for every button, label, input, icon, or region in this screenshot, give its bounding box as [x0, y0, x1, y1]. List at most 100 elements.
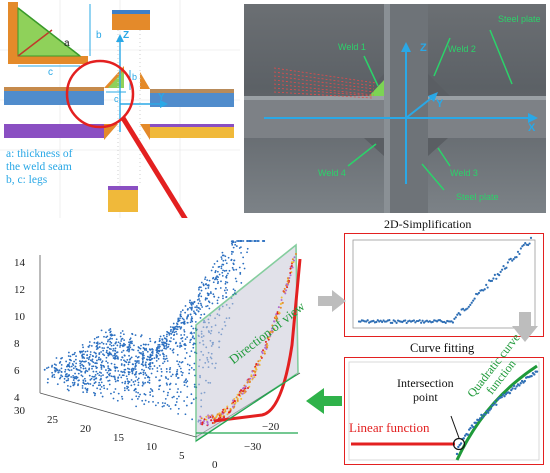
cloud-point — [238, 394, 241, 397]
cloud-point — [102, 374, 104, 377]
cloud-point — [188, 372, 190, 375]
cloud-point — [222, 295, 224, 297]
cloud-point — [233, 398, 236, 401]
cloud-point — [231, 402, 234, 405]
cloud-point — [163, 355, 165, 358]
cloud-point — [69, 385, 72, 388]
cloud-point — [124, 343, 126, 346]
cloud-point — [98, 371, 101, 374]
cloud-point — [190, 350, 193, 352]
cloud-point — [73, 381, 76, 384]
cloud-point — [127, 389, 130, 392]
cloud-point — [244, 385, 247, 388]
cloud-point — [200, 281, 203, 284]
cloud-point — [94, 373, 97, 376]
cloud-point — [109, 369, 112, 372]
cloud-point — [99, 388, 102, 391]
cloud-point — [486, 411, 490, 414]
cloud-point — [136, 356, 139, 359]
cloud-point — [221, 254, 224, 257]
cloud-point — [221, 251, 224, 254]
weld-3-label: Weld 3 — [450, 168, 478, 178]
cloud-point — [225, 296, 228, 298]
cloud-point — [226, 281, 229, 284]
cloud-point — [168, 340, 171, 343]
cloud-point — [223, 270, 226, 272]
cloud-point — [157, 352, 160, 355]
cloud-point — [485, 409, 489, 413]
cloud-point — [136, 378, 139, 381]
cloud-point — [114, 347, 117, 350]
cloud-point — [222, 297, 224, 300]
cloud-point — [168, 405, 170, 408]
cloud-point — [114, 388, 117, 390]
cloud-point — [148, 359, 151, 361]
cloud-point — [253, 376, 256, 379]
cloud-point — [51, 371, 54, 374]
cloud-point — [199, 302, 202, 305]
cloud-point — [94, 381, 97, 384]
cloud-point — [66, 385, 69, 387]
cloud-point — [180, 311, 182, 313]
cloud-point — [264, 340, 267, 343]
cloud-point — [197, 306, 200, 309]
cloud-point — [128, 368, 131, 371]
cloud-point — [145, 347, 147, 350]
cloud-point — [67, 368, 70, 371]
cloud-point — [274, 316, 277, 319]
cloud-point — [273, 328, 276, 331]
cloud-point — [226, 405, 229, 408]
cloud-point — [163, 360, 166, 363]
cloud-point — [242, 240, 245, 242]
cloud-point — [236, 393, 239, 396]
cloud-point — [125, 375, 128, 378]
weld-2-label: Weld 2 — [448, 44, 476, 54]
cloud-point — [224, 255, 227, 258]
arrow-left-icon — [306, 388, 342, 414]
cloud-point — [105, 369, 107, 371]
x-tick: 10 — [146, 441, 157, 453]
cloud-point — [123, 354, 126, 357]
cloud-point — [107, 369, 110, 372]
cloud-point — [194, 320, 197, 323]
cloud-point — [73, 377, 76, 380]
cloud-point — [158, 385, 161, 388]
cloud-point — [170, 333, 173, 335]
cloud-point — [77, 383, 80, 386]
cloud-point — [211, 302, 214, 305]
cloud-point — [70, 369, 73, 371]
cloud-point — [84, 370, 87, 373]
cloud-point — [171, 373, 174, 376]
cloud-point — [59, 376, 62, 379]
cloud-point — [184, 311, 187, 314]
cloud-point — [225, 262, 228, 265]
cloud-point — [85, 383, 88, 385]
cloud-point — [123, 389, 126, 392]
cloud-point — [149, 340, 152, 343]
cloud-point — [83, 377, 86, 380]
cloud-point — [231, 266, 234, 269]
cloud-point — [172, 322, 175, 325]
cloud-point — [461, 307, 465, 310]
cloud-point — [192, 310, 195, 313]
cloud-point — [244, 390, 247, 393]
cloud-point — [72, 379, 75, 381]
cloud-point — [490, 279, 494, 282]
cloud-point — [150, 354, 153, 357]
cloud-point — [155, 376, 157, 379]
cloud-point — [145, 374, 148, 376]
cloud-point — [237, 240, 240, 242]
cloud-point — [219, 412, 222, 415]
cloud-point — [276, 317, 279, 320]
cloud-point — [144, 399, 147, 402]
cloud-point — [84, 350, 87, 353]
cloud-point — [162, 352, 164, 355]
cloud-point — [198, 286, 201, 289]
cloud-point — [64, 368, 67, 371]
cloud-point — [157, 343, 160, 346]
cloud-point — [181, 337, 184, 339]
cloud-point — [138, 346, 141, 349]
cloud-point — [477, 418, 480, 422]
cloud-point — [141, 357, 144, 360]
cloud-point — [120, 364, 123, 366]
